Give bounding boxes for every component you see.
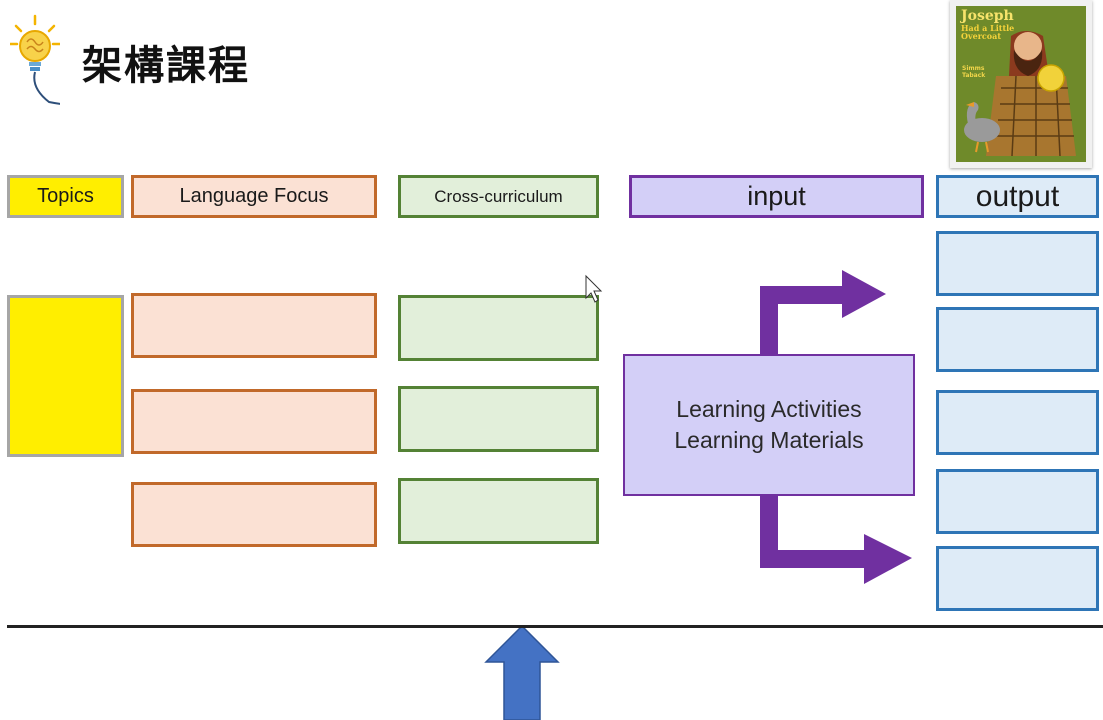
- input-header: input: [629, 175, 924, 218]
- page-title: 架構課程: [82, 43, 250, 89]
- book-author-line1: Simms: [962, 65, 985, 72]
- cross-curriculum-box: [398, 295, 599, 361]
- book-illustration: [956, 6, 1086, 162]
- learning-materials-label: Learning Materials: [674, 427, 864, 453]
- cross-curriculum-header: Cross-curriculum: [398, 175, 599, 218]
- book-title-line1: Joseph: [961, 8, 1014, 24]
- output-box: [936, 469, 1099, 534]
- output-header: output: [936, 175, 1099, 218]
- book-author: Simms Taback: [962, 65, 1006, 79]
- topic-box: [7, 295, 124, 457]
- learning-activities-label: Learning Activities: [676, 395, 862, 422]
- language-focus-box: [131, 389, 377, 454]
- book-author-line2: Taback: [962, 71, 986, 79]
- output-box: [936, 390, 1099, 455]
- output-box: [936, 307, 1099, 372]
- arrow-to-upper-output: [760, 270, 886, 356]
- topics-header: Topics: [7, 175, 124, 218]
- cross-curriculum-box: [398, 386, 599, 452]
- language-focus-box: [131, 482, 377, 547]
- learning-activities-box: Learning Activities Learning Materials: [623, 354, 915, 496]
- divider-line: [7, 625, 1103, 628]
- book-title: Joseph Had a Little Overcoat: [961, 8, 1035, 42]
- book-title-line3: Overcoat: [961, 31, 1002, 42]
- cross-curriculum-box: [398, 478, 599, 544]
- lightbulb-brain-icon: [8, 12, 90, 112]
- book-title-line2: Had a Little: [961, 22, 1015, 33]
- arrow-to-lower-output: [760, 496, 912, 584]
- output-box: [936, 546, 1099, 611]
- book-cover-image: Joseph Had a Little Overcoat Simms Tabac…: [950, 0, 1092, 168]
- output-box: [936, 231, 1099, 296]
- up-arrow-icon: [484, 624, 560, 720]
- language-focus-box: [131, 293, 377, 358]
- language-focus-header: Language Focus: [131, 175, 377, 218]
